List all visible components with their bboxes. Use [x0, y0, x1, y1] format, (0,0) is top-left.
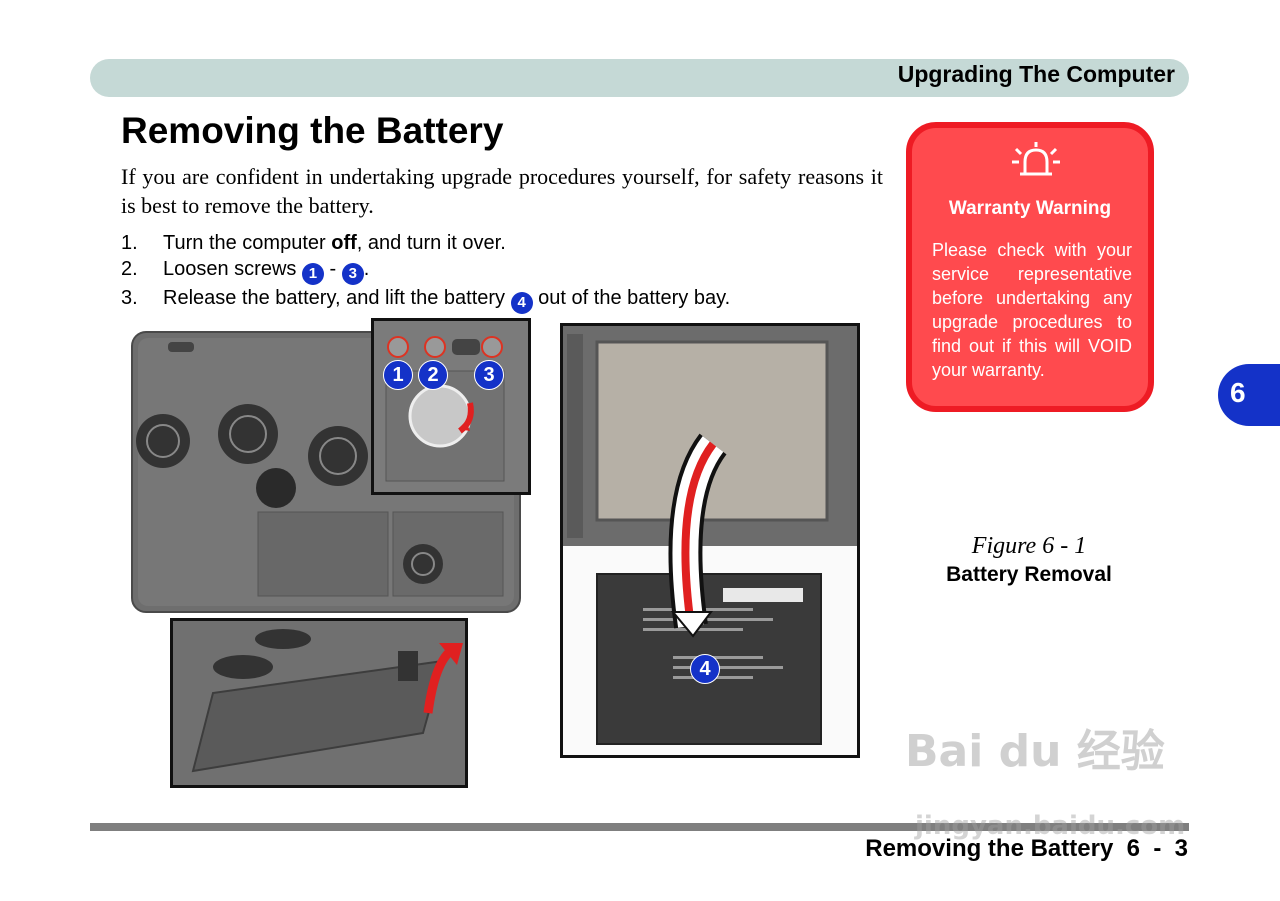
- section-title: Upgrading The Computer: [897, 61, 1175, 87]
- figure-title: Battery Removal: [946, 563, 1112, 586]
- header-bar: Upgrading The Computer: [90, 59, 1189, 97]
- figure-number: Figure 6 - 1: [971, 533, 1087, 559]
- battery-lift-photo: [170, 618, 468, 788]
- intro-paragraph: If you are confident in undertaking upgr…: [121, 164, 883, 218]
- footer-rule: [90, 823, 1189, 831]
- step-item: 3. Release the battery, and lift the bat…: [121, 285, 730, 314]
- page-title: Removing the Battery: [121, 110, 504, 151]
- callout-badge: 1: [383, 360, 413, 390]
- callout-badge: 4: [690, 654, 720, 684]
- chapter-tab: 6: [1218, 364, 1280, 426]
- footer-page-label: Removing the Battery 6 - 3: [865, 835, 1188, 862]
- step-text: Turn the computer: [163, 232, 332, 254]
- step-bold: off: [331, 232, 357, 254]
- callout-badge: 1: [301, 263, 324, 285]
- alarm-bell-icon: [1012, 142, 1060, 176]
- step-number: 1.: [121, 232, 138, 254]
- step-item: 1. Turn the computer off, and turn it ov…: [121, 230, 730, 256]
- callout-badge: 3: [341, 263, 364, 285]
- step-number: 2.: [121, 258, 138, 280]
- step-number: 3.: [121, 287, 138, 309]
- step-text: .: [363, 258, 370, 280]
- steps-list: 1. Turn the computer off, and turn it ov…: [121, 230, 730, 314]
- callout-badge: 4: [510, 292, 533, 314]
- step-text: Loosen screws: [163, 258, 302, 280]
- callout-badge: 2: [418, 360, 448, 390]
- callout-badge: 3: [474, 360, 504, 390]
- step-item: 2. Loosen screws 1 - 3.: [121, 256, 730, 285]
- battery-bay-photo: [560, 323, 860, 758]
- step-text: -: [323, 258, 342, 280]
- step-text: Release the battery, and lift the batter…: [163, 287, 511, 309]
- step-text: , and turn it over.: [356, 232, 506, 254]
- watermark-url: jingyan.baidu.com: [915, 811, 1186, 841]
- step-text: out of the battery bay.: [532, 287, 731, 309]
- screw-inset-photo: [371, 318, 531, 495]
- warranty-warning-box: Warranty Warning Please check with your …: [906, 122, 1154, 412]
- laptop-underside-photo: [128, 326, 524, 616]
- watermark-logo: Bai du 经验: [905, 726, 1165, 777]
- warning-title: Warranty Warning: [948, 198, 1112, 219]
- warning-text: Please check with your service represent…: [932, 240, 1132, 380]
